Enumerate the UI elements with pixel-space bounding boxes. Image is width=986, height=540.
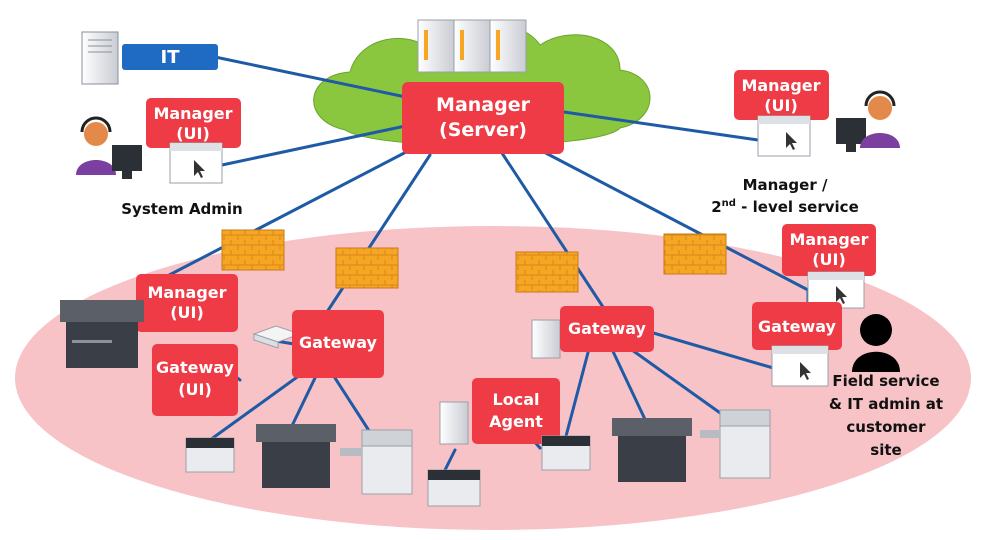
- manager-ui-zone-right-label-1: Manager: [789, 230, 868, 249]
- manager-server-box: [402, 82, 564, 154]
- manager-ui-left-label-1: Manager: [153, 104, 232, 123]
- server-icon: [531, 319, 561, 359]
- local-agent-label-2: Agent: [489, 412, 543, 431]
- field-service-label-1: Field service: [832, 372, 939, 390]
- server-icon: [439, 401, 469, 445]
- person-headset-icon: [860, 90, 900, 148]
- gateway-center-right-box: [560, 306, 654, 352]
- browser-window-icon: [757, 115, 811, 157]
- manager-ui-left-label-2: (UI): [176, 124, 210, 143]
- monitor-icon: [836, 118, 866, 152]
- it-label: IT: [161, 47, 181, 68]
- gateway-ui-box: [152, 344, 238, 416]
- system-admin-label: System Admin: [121, 200, 243, 218]
- field-service-label-3: customer: [846, 418, 926, 436]
- gateway-center-left-label: Gateway: [299, 333, 378, 352]
- firewall-icon: [663, 233, 727, 275]
- multifunction-printer-icon: [340, 429, 413, 495]
- it-box: [122, 44, 218, 70]
- printer-icon: [541, 435, 591, 471]
- field-service-label-2: & IT admin at: [829, 395, 943, 413]
- gateway-ui-label-2: (UI): [178, 380, 212, 399]
- printer-icon: [185, 437, 235, 473]
- local-agent-label-1: Local: [493, 390, 540, 409]
- manager-ui-zone-right-box: [782, 224, 876, 276]
- person-headset-icon: [76, 116, 116, 175]
- second-level-label-2: 2nd - level service: [711, 198, 859, 216]
- manager-ui-right-label-1: Manager: [741, 76, 820, 95]
- manager-ui-zone-right-label-2: (UI): [812, 250, 846, 269]
- manager-ui-zone-left-label-2: (UI): [170, 303, 204, 322]
- manager-ui-left-box: [146, 98, 241, 148]
- multifunction-printer-icon: [612, 418, 692, 482]
- local-agent-box: [472, 378, 560, 444]
- browser-window-icon: [169, 142, 223, 184]
- firewall-icon: [515, 251, 579, 293]
- multifunction-printer-icon: [60, 300, 144, 368]
- second-level-label-1: Manager /: [743, 176, 828, 194]
- firewall-icon: [335, 247, 399, 289]
- manager-server-label-2: (Server): [439, 119, 527, 141]
- gateway-center-left-box: [292, 310, 384, 378]
- firewall-icon: [221, 229, 285, 271]
- gateway-right-box: [752, 302, 842, 350]
- browser-window-icon: [771, 345, 829, 387]
- server-icon: [417, 19, 527, 73]
- gateway-right-label: Gateway: [758, 317, 837, 336]
- manager-ui-right-label-2: (UI): [764, 96, 798, 115]
- multifunction-printer-icon: [256, 424, 336, 488]
- manager-ui-right-box: [734, 70, 829, 120]
- router-icon: [252, 325, 302, 349]
- manager-ui-zone-left-box: [136, 274, 238, 332]
- person-silhouette-icon: [852, 314, 900, 372]
- printer-icon: [427, 469, 481, 507]
- manager-server-label-1: Manager: [436, 94, 531, 116]
- server-icon: [81, 31, 119, 85]
- manager-ui-zone-left-label-1: Manager: [147, 283, 226, 302]
- field-service-label-4: site: [870, 441, 901, 459]
- gateway-ui-label-1: Gateway: [156, 358, 235, 377]
- monitor-icon: [112, 145, 142, 179]
- multifunction-printer-icon: [700, 409, 771, 479]
- gateway-center-right-label: Gateway: [568, 319, 647, 338]
